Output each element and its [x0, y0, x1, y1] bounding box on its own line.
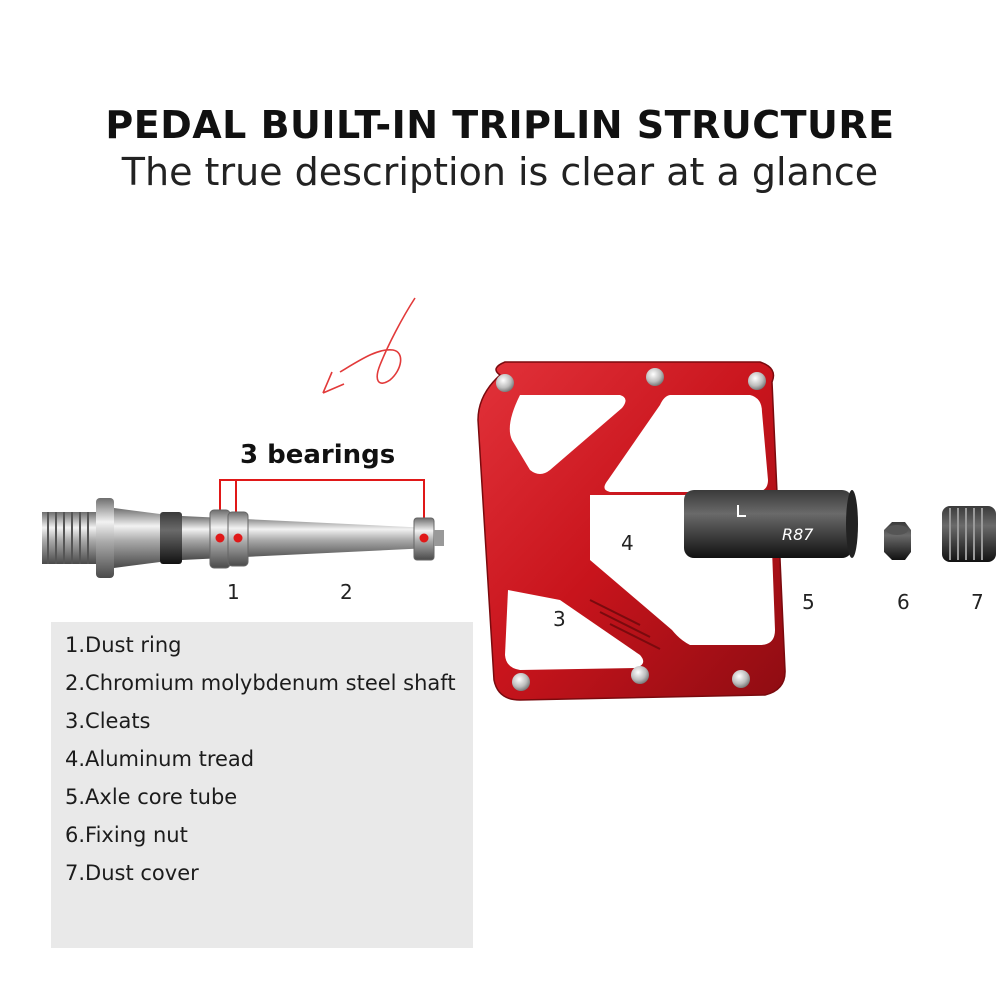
legend-item-dust-cover: 7.Dust cover: [65, 861, 199, 885]
legend-item-aluminum-tread: 4.Aluminum tread: [65, 747, 255, 771]
axle-core-tube: R87: [684, 490, 858, 558]
bearings-callout-label: 3 bearings: [240, 440, 396, 470]
part-number-6: 6: [897, 590, 910, 614]
legend-item-dust-ring: 1.Dust ring: [65, 633, 182, 657]
pedal-body: [477, 361, 786, 701]
part-number-2: 2: [340, 580, 353, 604]
part-number-1: 1: [227, 580, 240, 604]
legend-item-steel-shaft: 2.Chromium molybdenum steel shaft: [65, 671, 456, 695]
legend-item-fixing-nut: 6.Fixing nut: [65, 823, 188, 847]
part-number-4: 4: [621, 531, 634, 555]
part-number-7: 7: [971, 590, 984, 614]
part-number-3: 3: [553, 607, 566, 631]
page-subtitle: The true description is clear at a glanc…: [121, 150, 879, 194]
legend-item-cleats: 3.Cleats: [65, 709, 151, 733]
red-scribble-arrow-icon: [322, 297, 416, 394]
part-number-5: 5: [802, 590, 815, 614]
legend-item-axle-core-tube: 5.Axle core tube: [65, 785, 238, 809]
page-title: PEDAL BUILT-IN TRIPLIN STRUCTURE: [105, 103, 895, 147]
tube-marking: R87: [782, 525, 814, 544]
parts-legend: 1.Dust ring 2.Chromium molybdenum steel …: [51, 622, 473, 948]
dust-cover: [942, 506, 996, 562]
fixing-nut: [884, 522, 911, 560]
axle-spindle: [42, 498, 444, 578]
